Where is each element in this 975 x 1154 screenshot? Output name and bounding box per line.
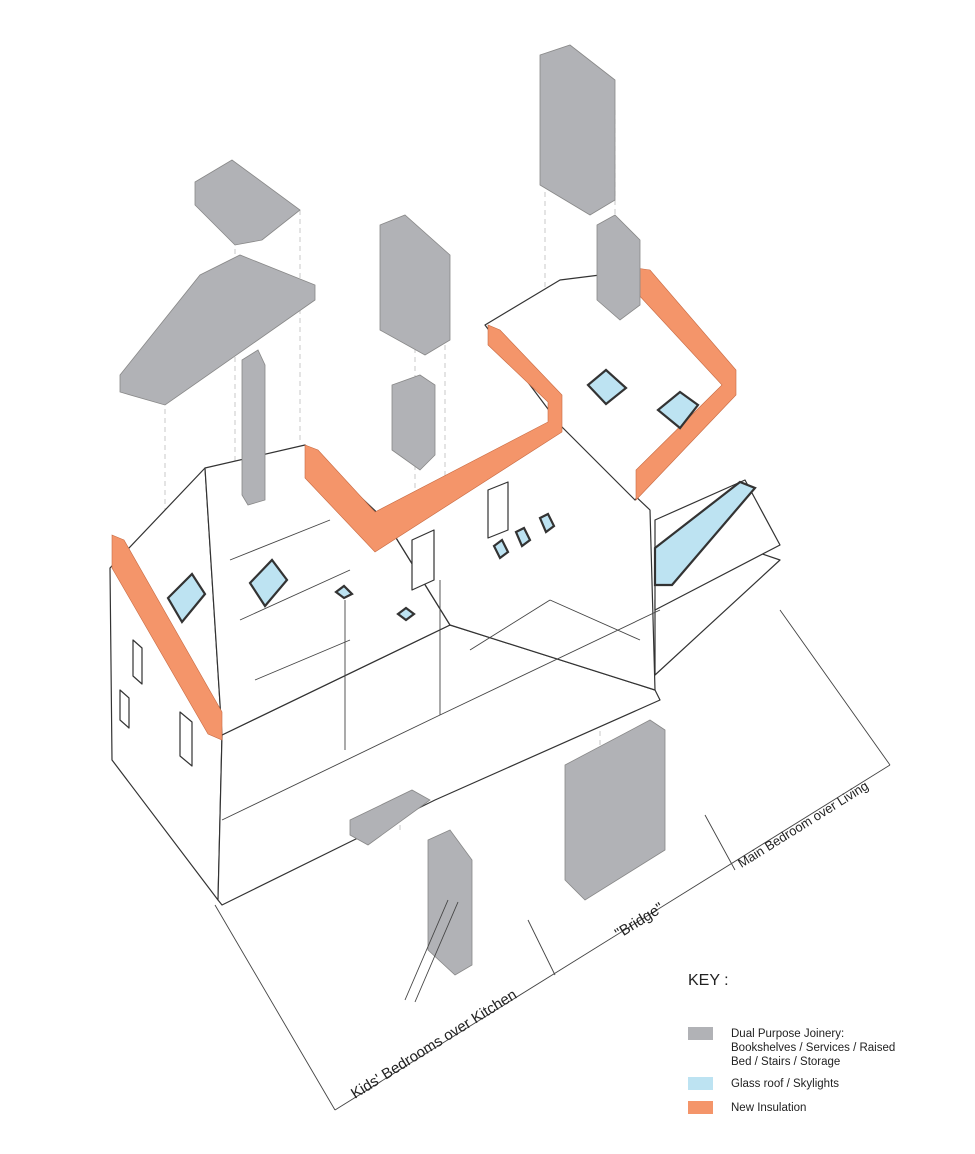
joinery-wall-shelves bbox=[379, 214, 451, 356]
joinery-main-partition bbox=[596, 214, 641, 321]
skylight bbox=[586, 368, 628, 406]
key-item-glass: Glass roof / Skylights bbox=[688, 1077, 839, 1091]
skylight bbox=[334, 584, 354, 600]
window bbox=[411, 529, 435, 591]
key-label-line: Dual Purpose Joinery: bbox=[731, 1028, 845, 1040]
insulation-swatch bbox=[688, 1101, 713, 1114]
key-item-joinery: Dual Purpose Joinery: Bookshelves / Serv… bbox=[688, 1027, 895, 1069]
skylight bbox=[538, 512, 556, 534]
joinery-service-unit bbox=[391, 374, 436, 471]
joinery-spiral-stairs bbox=[564, 719, 666, 901]
glass-roof bbox=[653, 480, 757, 587]
window bbox=[119, 689, 130, 729]
key-label-line: Bookshelves / Services / Raised bbox=[731, 1042, 896, 1054]
window bbox=[487, 481, 509, 539]
window bbox=[132, 639, 143, 685]
zone-dimension-lines bbox=[214, 609, 891, 1111]
key-title: KEY : bbox=[688, 972, 729, 989]
joinery-swatch bbox=[688, 1027, 713, 1040]
joinery-ladder-shelf bbox=[427, 829, 473, 976]
key-label: New Insulation bbox=[731, 1102, 807, 1114]
insulation bbox=[111, 267, 737, 741]
glass-skylights bbox=[166, 368, 757, 624]
insulation-left bbox=[111, 534, 223, 741]
skylight bbox=[492, 538, 510, 560]
skylight bbox=[656, 390, 700, 430]
window bbox=[179, 711, 193, 767]
ladder-rail bbox=[414, 901, 459, 1003]
ladder-rail bbox=[404, 899, 449, 1001]
joinery-roof-panels bbox=[194, 159, 301, 246]
skylight bbox=[248, 558, 289, 608]
joinery-main-wall bbox=[539, 44, 616, 216]
joinery-tall-shelf bbox=[241, 349, 266, 506]
joinery bbox=[119, 44, 666, 1003]
skylight bbox=[514, 526, 532, 548]
skylight bbox=[396, 606, 416, 622]
key-item-insulation: New Insulation bbox=[688, 1101, 806, 1115]
insulation-right bbox=[635, 267, 737, 501]
skylight bbox=[166, 572, 207, 624]
key-label: Glass roof / Skylights bbox=[731, 1078, 840, 1090]
joinery-stepped-shelves bbox=[119, 254, 316, 406]
key-label-line: Bed / Stairs / Storage bbox=[731, 1056, 841, 1068]
key-label: Dual Purpose Joinery: Bookshelves / Serv… bbox=[731, 1027, 895, 1069]
insulation-middle bbox=[304, 324, 563, 553]
glass-swatch bbox=[688, 1077, 713, 1090]
joinery-raised-bed bbox=[349, 789, 431, 846]
